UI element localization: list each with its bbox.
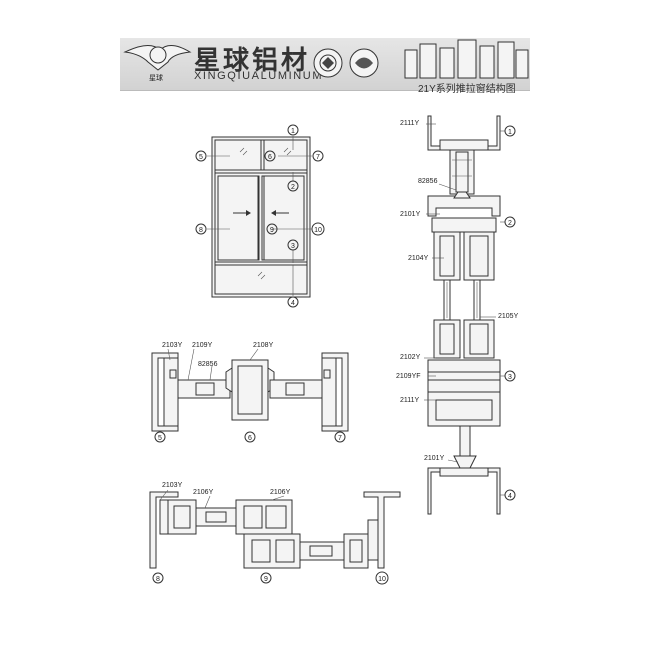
callout-10: 10 xyxy=(311,222,325,236)
svg-text:6: 6 xyxy=(268,154,272,161)
callout-horizontal-6: 6 xyxy=(244,431,256,443)
svg-text:10: 10 xyxy=(378,576,386,583)
gb-logo-icon xyxy=(349,48,379,78)
callout-7: 7 xyxy=(312,150,324,162)
svg-text:3: 3 xyxy=(291,243,295,250)
svg-text:6: 6 xyxy=(248,435,252,442)
brand-title: 星球铝材 xyxy=(194,46,311,76)
diagram-title: 21Y系列推拉窗结构图 xyxy=(418,84,516,95)
svg-text:10: 10 xyxy=(314,227,322,234)
logo-text: 星球 xyxy=(149,73,163,82)
horizontal-section-upper xyxy=(151,348,349,432)
label-82856-vertical: 82856 xyxy=(418,178,438,185)
svg-text:7: 7 xyxy=(316,154,320,161)
svg-text:3: 3 xyxy=(508,374,512,381)
callout-horizontal-9: 9 xyxy=(260,572,272,584)
label-2111y-top: 2111Y xyxy=(400,120,420,127)
svg-text:8: 8 xyxy=(199,227,203,234)
callout-9: 9 xyxy=(266,223,278,235)
label-2106y-right: 2106Y xyxy=(270,489,291,496)
seal-logo-icon xyxy=(313,48,343,78)
svg-text:1: 1 xyxy=(291,128,295,135)
callout-section-2: 2 xyxy=(504,216,516,228)
callout-3: 3 xyxy=(287,239,299,251)
label-2101y-bottom: 2101Y xyxy=(424,455,445,462)
label-2102y: 2102Y xyxy=(400,354,421,361)
label-2106y-left: 2106Y xyxy=(193,489,214,496)
label-2105y: 2105Y xyxy=(498,313,519,320)
svg-text:4: 4 xyxy=(508,493,512,500)
callout-horizontal-8: 8 xyxy=(152,572,164,584)
label-2104y: 2104Y xyxy=(408,255,429,262)
label-2109yf: 2109YF xyxy=(396,373,421,380)
label-2108y: 2108Y xyxy=(253,342,274,349)
eagle-logo-icon: 星球 xyxy=(123,45,192,82)
buildings-icon xyxy=(404,39,529,79)
callout-2: 2 xyxy=(287,180,299,192)
callout-horizontal-10: 10 xyxy=(375,571,389,585)
label-2101y-top: 2101Y xyxy=(400,211,421,218)
label-2103y-lower: 2103Y xyxy=(162,482,183,489)
callout-5: 5 xyxy=(195,150,207,162)
vertical-section xyxy=(424,115,505,515)
callout-horizontal-7: 7 xyxy=(334,431,346,443)
label-2103y-upper: 2103Y xyxy=(162,342,183,349)
callout-section-4: 4 xyxy=(504,489,516,501)
svg-text:2: 2 xyxy=(291,184,295,191)
horizontal-section-lower xyxy=(149,489,401,569)
window-elevation xyxy=(207,136,312,298)
svg-text:5: 5 xyxy=(199,154,203,161)
label-2111y-bottom: 2111Y xyxy=(400,397,420,404)
callout-8: 8 xyxy=(195,223,207,235)
callout-6: 6 xyxy=(264,150,276,162)
brand-subtitle: XINGQIUALUMINUM xyxy=(194,70,324,82)
callout-1: 1 xyxy=(287,124,299,136)
callout-4: 4 xyxy=(287,296,299,308)
label-82856-horizontal: 82856 xyxy=(198,361,218,368)
callout-section-1: 1 xyxy=(504,125,516,137)
svg-text:7: 7 xyxy=(338,435,342,442)
callout-section-3: 3 xyxy=(504,370,516,382)
label-2109y: 2109Y xyxy=(192,342,213,349)
svg-text:4: 4 xyxy=(291,300,295,307)
svg-text:8: 8 xyxy=(156,576,160,583)
svg-text:9: 9 xyxy=(270,227,274,234)
svg-text:1: 1 xyxy=(508,129,512,136)
svg-text:5: 5 xyxy=(158,435,162,442)
callout-horizontal-5: 5 xyxy=(154,431,166,443)
svg-text:9: 9 xyxy=(264,576,268,583)
svg-text:2: 2 xyxy=(508,220,512,227)
